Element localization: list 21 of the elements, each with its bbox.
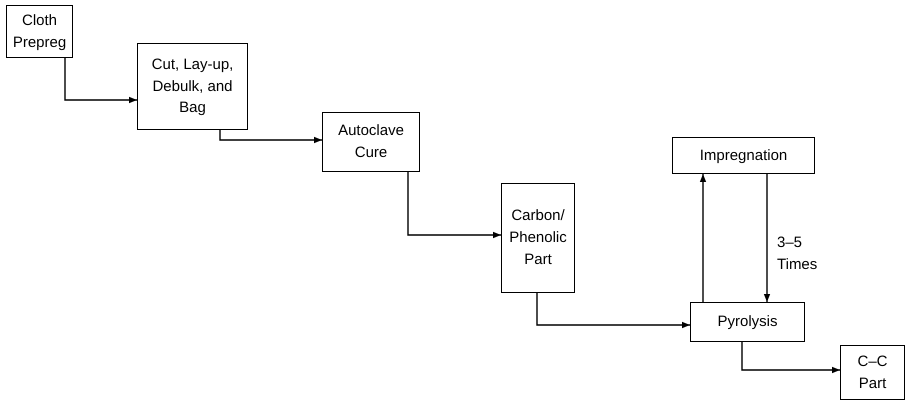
step-label: Cut, Lay-up, Debulk, and Bag: [150, 54, 234, 118]
arrow: [219, 130, 322, 144]
step-label: C–C Part: [856, 352, 888, 394]
arrow: [407, 172, 501, 238]
step-label: Carbon/ Phenolic Part: [508, 206, 568, 270]
process-box: [840, 345, 905, 400]
arrow: [536, 293, 690, 328]
process-box: [501, 183, 575, 293]
arrow: [741, 342, 840, 374]
process-box: [137, 43, 248, 130]
arrow: [64, 58, 137, 104]
arrow: [700, 174, 706, 302]
arrow: [764, 174, 770, 302]
step-label: Impregnation: [700, 146, 788, 166]
step-label: Cloth Prepreg: [12, 10, 68, 52]
process-box: [322, 112, 420, 172]
process-box: [672, 137, 815, 174]
process-box: [690, 302, 805, 342]
step-label: Pyrolysis: [717, 312, 778, 332]
process-box: [6, 5, 73, 58]
step-label: Autoclave Cure: [337, 121, 405, 163]
